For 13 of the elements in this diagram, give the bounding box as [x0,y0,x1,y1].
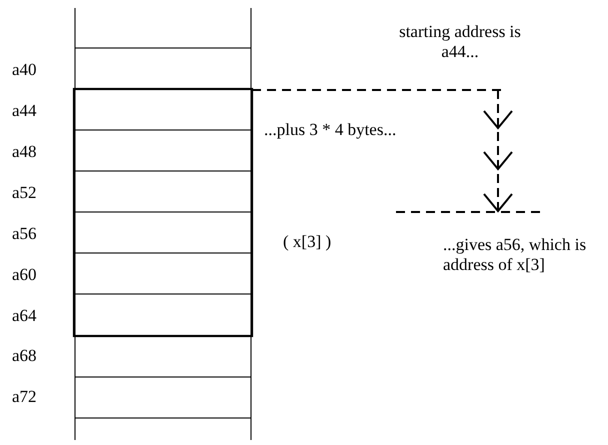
address-label: a68 [12,346,37,366]
address-label: a64 [12,306,37,326]
address-label: a60 [12,265,37,285]
address-label: a52 [12,183,37,203]
annotation-text: starting address is a44... [398,22,522,62]
annotation-text: ...plus 3 * 4 bytes... [264,120,396,140]
address-label: a44 [12,101,37,121]
address-label: a48 [12,142,37,162]
address-label: a72 [12,387,37,407]
address-label: a40 [12,60,37,80]
annotation-text: ...gives a56, which is address of x[3] [443,235,588,275]
address-label: a56 [12,224,37,244]
element-label: ( x[3] ) [283,232,332,252]
